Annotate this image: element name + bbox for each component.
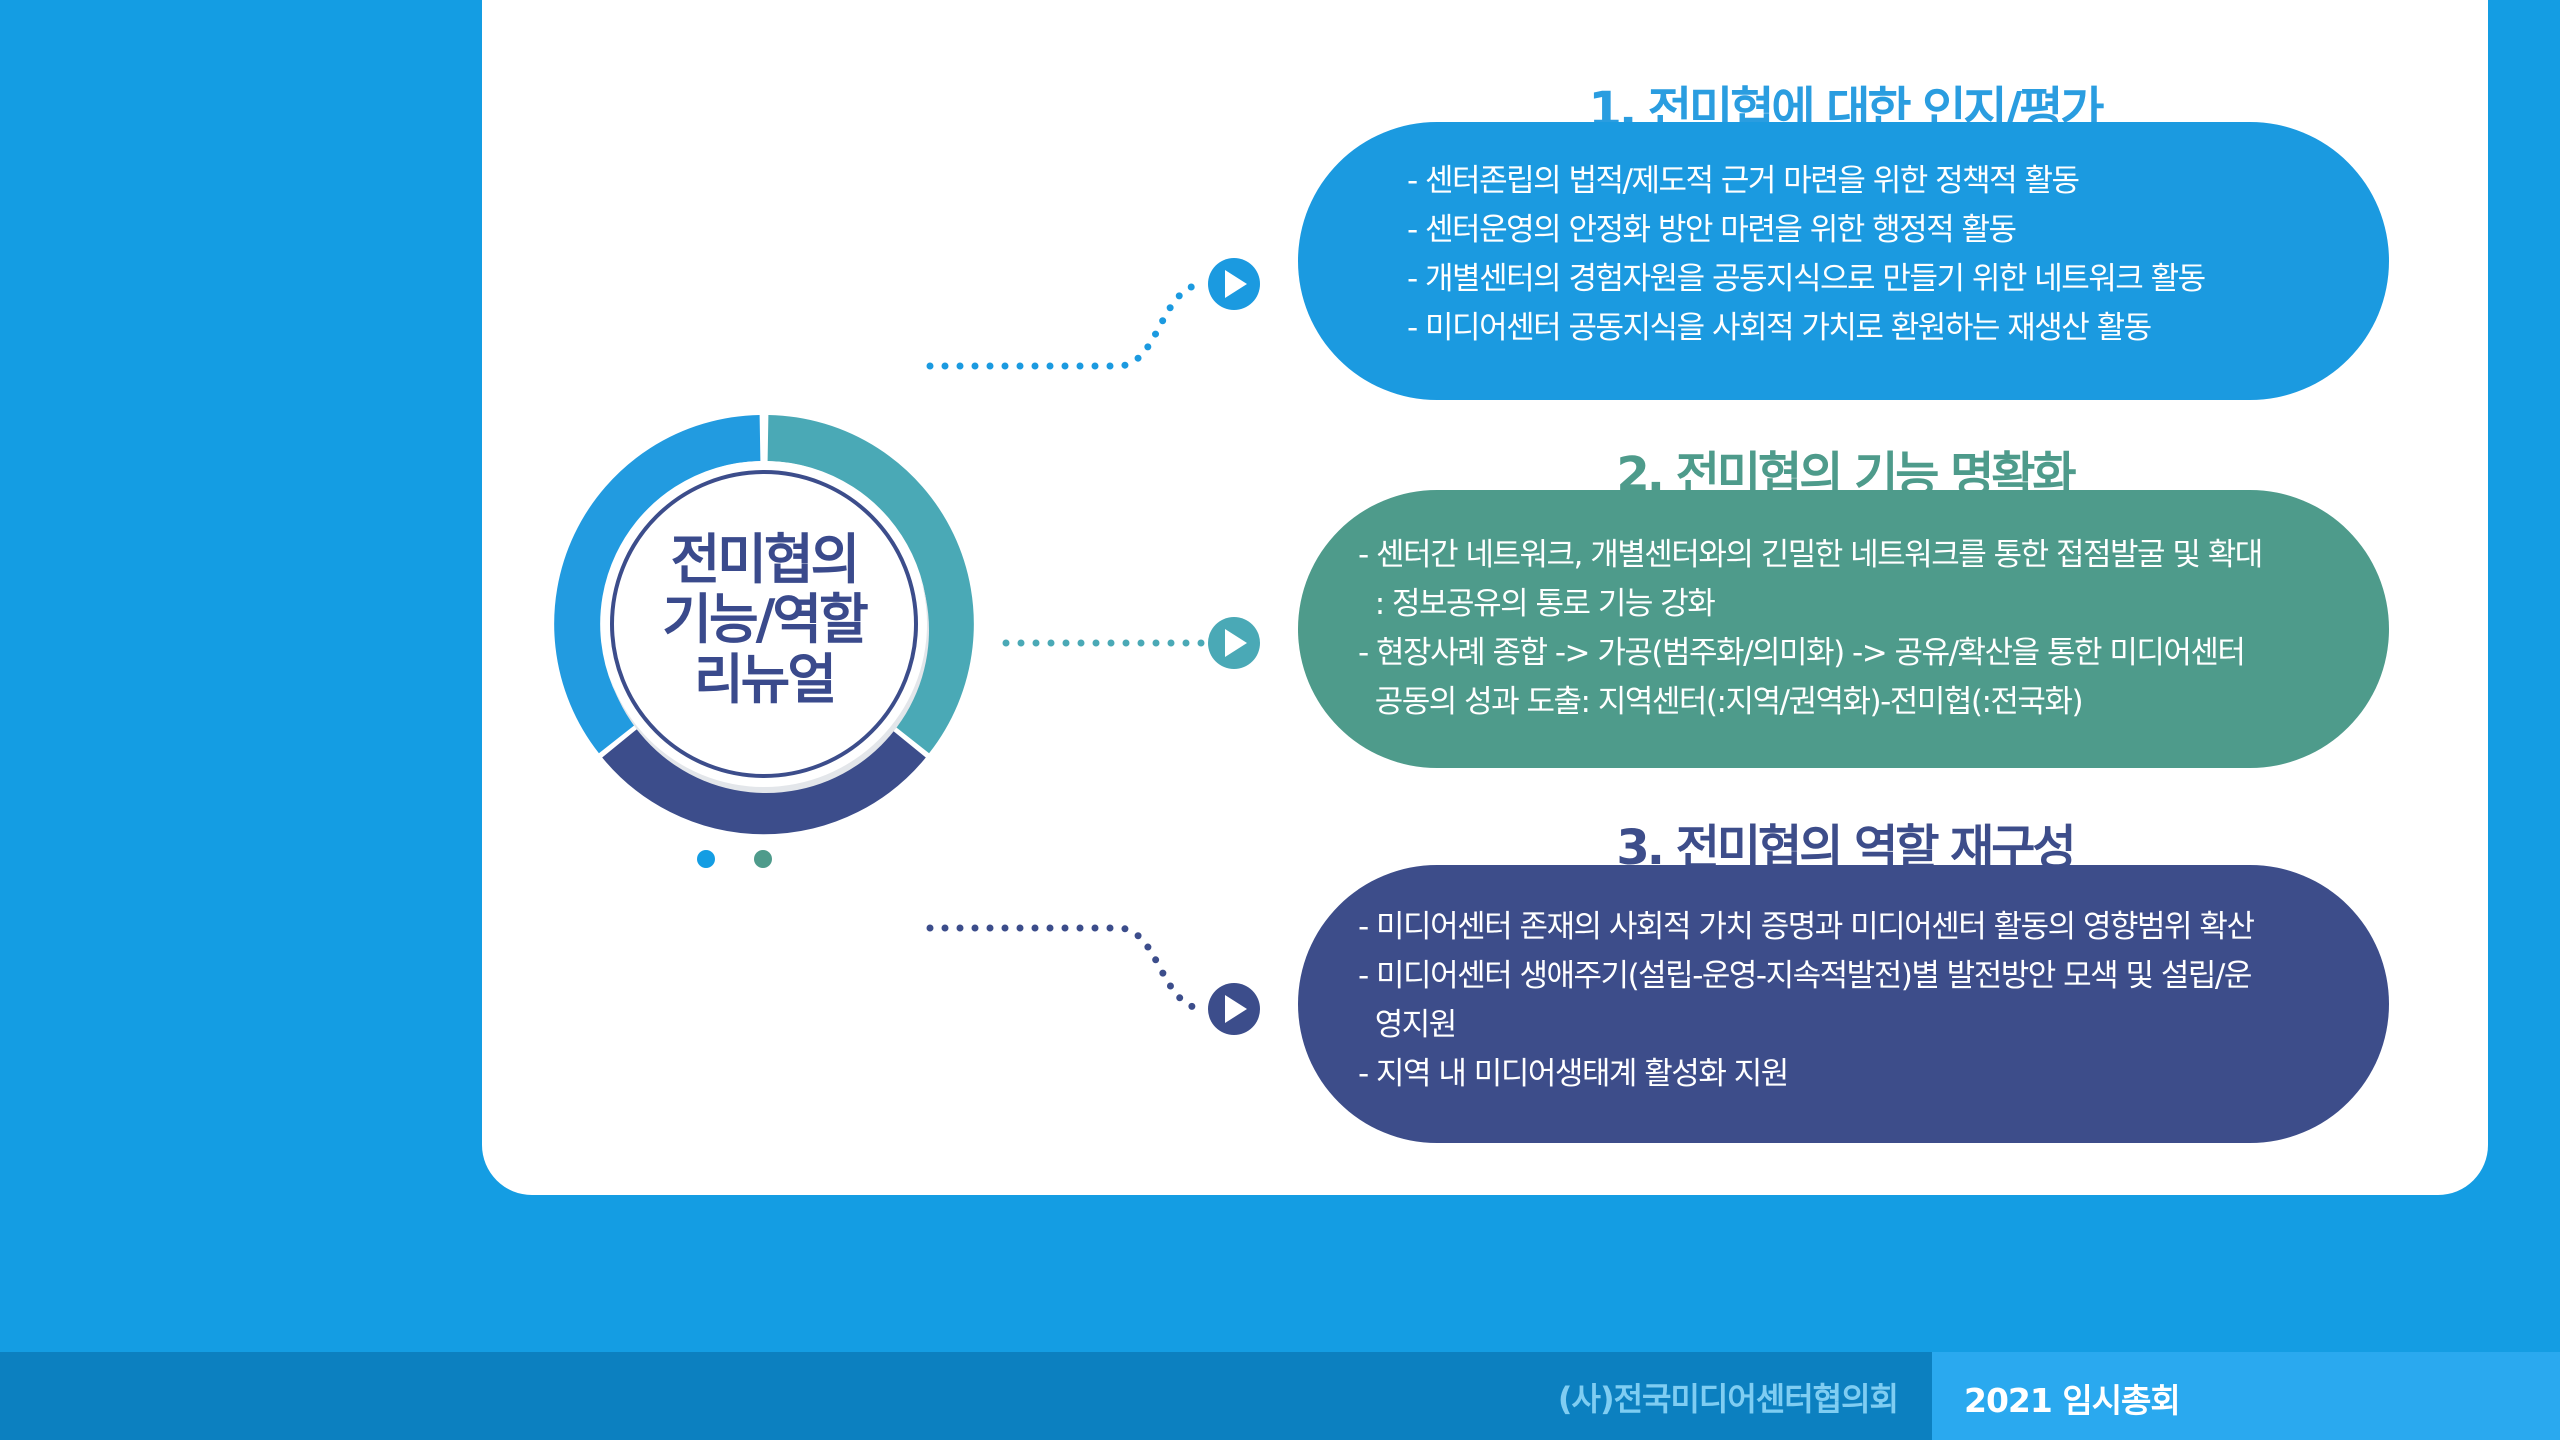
dot-teal (754, 850, 772, 868)
section-2-pill: - 센터간 네트워크, 개별센터와의 긴밀한 네트워크를 통한 접점발굴 및 확… (1298, 490, 2389, 768)
bullet-line: : 정보공유의 통로 기능 강화 (1358, 586, 1716, 622)
dot-blue (697, 850, 715, 868)
bullet-line: 공동의 성과 도출: 지역센터(:지역/권역화)-전미협(:전국화) (1358, 684, 2084, 720)
bullet-line: - 미디어센터 존재의 사회적 가치 증명과 미디어센터 활동의 영향범위 확산 (1358, 909, 2255, 945)
bullet-line: - 지역 내 미디어생태계 활성화 지원 (1358, 1056, 1789, 1092)
bullet-line: - 미디어센터 공동지식을 사회적 가치로 환원하는 재생산 활동 (1407, 310, 2152, 346)
bullet-line: - 현장사례 종합 -> 가공(범주화/의미화) -> 공유/확산을 통한 미디… (1358, 635, 2246, 671)
play-arrow-icon (1208, 617, 1260, 669)
play-arrow-icon (1208, 258, 1260, 310)
connector-line-3 (926, 924, 1209, 1013)
footer-event-bar: 2021 임시총회 (1932, 1352, 2560, 1440)
play-arrow-icon (1208, 983, 1260, 1035)
connector-line-1 (926, 280, 1209, 370)
footer-org-bar: (사)전국미디어센터협의회 (0, 1352, 1932, 1440)
center-title: 전미협의 기능/역할 리뉴얼 (614, 530, 914, 710)
bullet-line: 영지원 (1358, 1007, 1458, 1043)
bullet-line: - 센터존립의 법적/제도적 근거 마련을 위한 정책적 활동 (1407, 163, 2080, 199)
bullet-line: - 개별센터의 경험자원을 공동지식으로 만들기 위한 네트워크 활동 (1407, 261, 2206, 297)
bullet-line: - 미디어센터 생애주기(설립-운영-지속적발전)별 발전방안 모색 및 설립/… (1358, 958, 2252, 994)
footer-org-name: (사)전국미디어센터협의회 (1557, 1380, 1899, 1418)
ring (554, 415, 974, 835)
ring-segment-blue (554, 415, 761, 754)
bullet-line: - 센터간 네트워크, 개별센터와의 긴밀한 네트워크를 통한 접점발굴 및 확… (1358, 537, 2263, 573)
section-3-pill: - 미디어센터 존재의 사회적 가치 증명과 미디어센터 활동의 영향범위 확산… (1298, 865, 2389, 1143)
ring-segment-teal (767, 415, 974, 754)
center-title-line: 전미협의 (670, 528, 861, 591)
center-title-line: 리뉴얼 (693, 648, 837, 711)
ring-segment-navy (602, 728, 926, 835)
bullet-line: - 센터운영의 안정화 방안 마련을 위한 행정적 활동 (1407, 212, 2017, 248)
center-title-line: 기능/역할 (662, 588, 868, 651)
section-1-pill: - 센터존립의 법적/제도적 근거 마련을 위한 정책적 활동 - 센터운영의 … (1298, 122, 2389, 400)
footer-event-name: 2021 임시총회 (1964, 1381, 2181, 1420)
